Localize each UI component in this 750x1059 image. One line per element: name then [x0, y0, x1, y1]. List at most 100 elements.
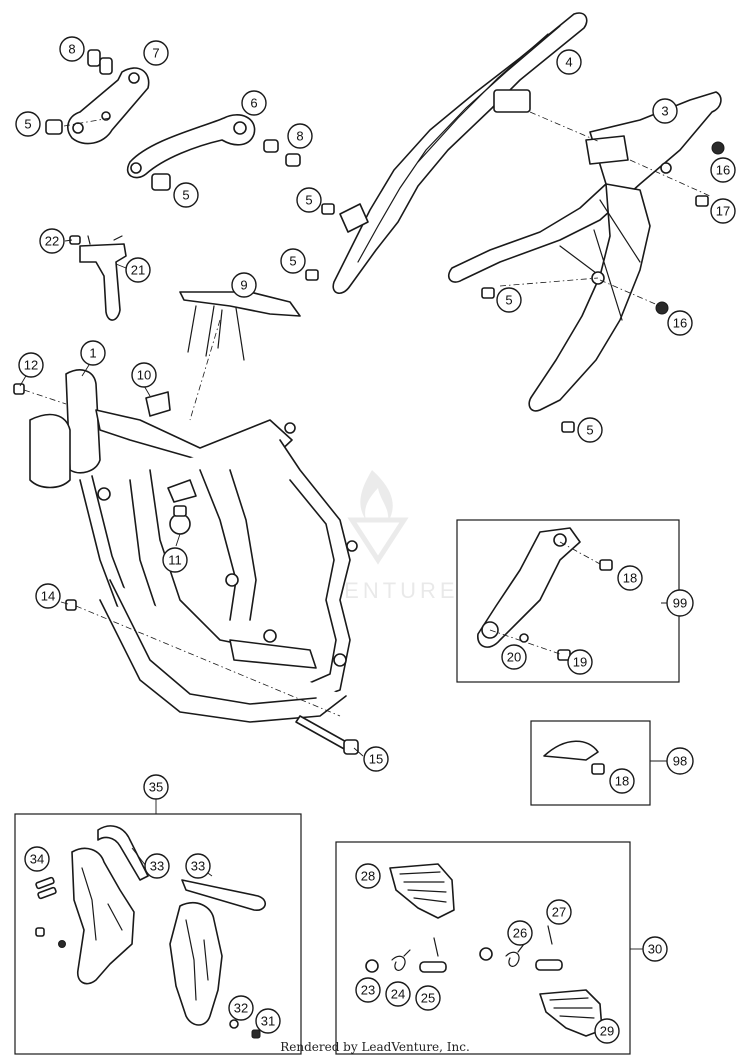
- svg-text:33: 33: [191, 859, 205, 874]
- callout-99[interactable]: 99: [666, 589, 694, 617]
- svg-text:98: 98: [673, 754, 687, 769]
- svg-text:32: 32: [234, 1001, 248, 1016]
- svg-text:22: 22: [45, 234, 59, 249]
- part-35-nut-a: [58, 940, 66, 948]
- footer-credit: Rendered by LeadVenture, Inc.: [280, 1040, 470, 1054]
- svg-text:10: 10: [137, 368, 151, 383]
- callout-16-b[interactable]: 16: [667, 310, 693, 336]
- callout-33-b[interactable]: 33: [185, 853, 211, 879]
- callout-15[interactable]: 15: [363, 746, 389, 772]
- callout-18-a[interactable]: 18: [617, 565, 643, 591]
- svg-text:5: 5: [289, 254, 296, 269]
- callout-3[interactable]: 3: [652, 98, 678, 124]
- callout-6[interactable]: 6: [241, 90, 267, 116]
- part-14-nut: [65, 599, 77, 611]
- callout-11[interactable]: 11: [162, 547, 188, 573]
- svg-text:25: 25: [421, 991, 435, 1006]
- svg-text:30: 30: [648, 942, 662, 957]
- part-26-spring: [505, 943, 525, 967]
- part-33-strap-a: [97, 825, 149, 881]
- part-6-link-arm: [126, 114, 256, 179]
- part-5-spacer: [151, 173, 171, 191]
- callout-5-a[interactable]: 5: [15, 111, 41, 137]
- svg-text:11: 11: [168, 553, 182, 568]
- callout-14[interactable]: 14: [35, 583, 61, 609]
- svg-text:23: 23: [361, 983, 375, 998]
- callout-27[interactable]: 27: [546, 899, 572, 925]
- svg-text:5: 5: [305, 193, 312, 208]
- part-21-bracket: [79, 235, 127, 321]
- svg-text:16: 16: [716, 163, 730, 178]
- callout-16-a[interactable]: 16: [710, 157, 736, 183]
- callout-98[interactable]: 98: [666, 747, 694, 775]
- svg-text:3: 3: [661, 104, 668, 119]
- callout-26[interactable]: 26: [507, 920, 533, 946]
- svg-text:4: 4: [565, 55, 572, 70]
- callout-7[interactable]: 7: [143, 40, 169, 66]
- svg-text:33: 33: [150, 859, 164, 874]
- svg-text:35: 35: [149, 780, 163, 795]
- callout-19[interactable]: 19: [567, 649, 593, 675]
- assembly-lines: [23, 111, 711, 717]
- callout-5-e[interactable]: 5: [496, 287, 522, 313]
- part-5-bolts-subframe-left: [305, 203, 335, 281]
- callout-32[interactable]: 32: [228, 995, 254, 1021]
- svg-text:20: 20: [507, 650, 521, 665]
- part-8-bolts-upper: [87, 49, 113, 75]
- part-16-nut-upper: [711, 141, 725, 155]
- part-cotter-left: [433, 937, 439, 957]
- callout-8-b[interactable]: 8: [287, 123, 313, 149]
- callout-10[interactable]: 10: [131, 362, 157, 388]
- part-31-nut: [251, 1029, 261, 1039]
- callout-5-d[interactable]: 5: [280, 248, 306, 274]
- svg-text:27: 27: [552, 905, 566, 920]
- part-27-pin: [535, 959, 563, 971]
- callout-4[interactable]: 4: [556, 49, 582, 75]
- callout-30[interactable]: 30: [642, 936, 668, 962]
- callout-22[interactable]: 22: [39, 228, 65, 254]
- callout-23[interactable]: 23: [355, 977, 381, 1003]
- callout-5-f[interactable]: 5: [577, 417, 603, 443]
- callout-29[interactable]: 29: [594, 1018, 620, 1044]
- callout-21[interactable]: 21: [125, 257, 151, 283]
- callout-24[interactable]: 24: [385, 981, 411, 1007]
- part-4-subframe-left-rail: [332, 12, 588, 294]
- svg-text:31: 31: [261, 1014, 275, 1029]
- group-box-35: [14, 813, 302, 1055]
- svg-text:17: 17: [716, 204, 730, 219]
- callout-20[interactable]: 20: [501, 644, 527, 670]
- callout-18-b[interactable]: 18: [609, 768, 635, 794]
- callout-12[interactable]: 12: [18, 352, 44, 378]
- part-5-bolt-left: [45, 119, 63, 135]
- part-7-bracket: [67, 67, 150, 145]
- callout-8-a[interactable]: 8: [59, 36, 85, 62]
- callout-34[interactable]: 34: [24, 846, 50, 872]
- callout-5-c[interactable]: 5: [296, 187, 322, 213]
- callout-33-a[interactable]: 33: [144, 853, 170, 879]
- svg-text:16: 16: [673, 316, 687, 331]
- callout-5-b[interactable]: 5: [173, 182, 199, 208]
- svg-text:99: 99: [673, 596, 687, 611]
- part-33-strap-b: [181, 879, 266, 911]
- callout-28[interactable]: 28: [355, 863, 381, 889]
- callout-31[interactable]: 31: [255, 1008, 281, 1034]
- part-1-main-frame: [29, 369, 358, 723]
- callout-17[interactable]: 17: [710, 198, 736, 224]
- svg-text:19: 19: [573, 655, 587, 670]
- group-box-30: [335, 841, 631, 1055]
- part-8-bushings: [263, 139, 301, 167]
- part-20-washer: [519, 633, 529, 643]
- part-32-washer: [229, 1019, 239, 1029]
- callout-25[interactable]: 25: [415, 985, 441, 1011]
- callout-35[interactable]: 35: [143, 774, 169, 800]
- part-16-nut-lower: [655, 301, 669, 315]
- part-5-bolt-subframe-low: [561, 421, 575, 433]
- callout-9[interactable]: 9: [231, 272, 257, 298]
- svg-text:5: 5: [586, 423, 593, 438]
- part-3-subframe-right: [447, 91, 722, 412]
- callout-1[interactable]: 1: [80, 340, 106, 366]
- part-99-bracket: [477, 527, 581, 648]
- part-washer-right: [479, 947, 493, 961]
- svg-text:24: 24: [391, 987, 405, 1002]
- part-27-cotter: [547, 925, 553, 945]
